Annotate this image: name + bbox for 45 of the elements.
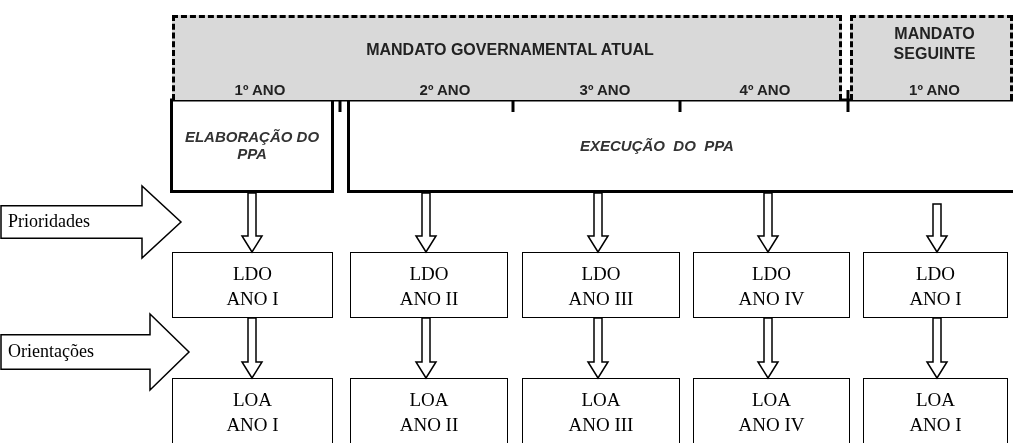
hollow-arrow [756, 192, 780, 254]
document-label: LDO ANO III [567, 262, 635, 311]
document-label: LOA ANO I [225, 388, 280, 437]
hollow-arrow [925, 203, 949, 254]
banner-title: MANDATO GOVERNAMENTAL ATUAL [365, 40, 655, 60]
document-label: LDO ANO IV [737, 262, 806, 311]
arrow-label: Orientações [8, 341, 94, 362]
document-box [693, 378, 850, 443]
hollow-arrow [586, 192, 610, 254]
document-box [172, 252, 333, 318]
hollow-arrow [586, 317, 610, 380]
document-box [863, 252, 1008, 318]
hollow-arrow [925, 317, 949, 380]
phase-bracket [347, 100, 1013, 193]
year-label: 4º ANO [738, 80, 792, 100]
arrow-label: Prioridades [8, 211, 90, 232]
hollow-arrow [240, 317, 264, 380]
document-label: LOA ANO I [908, 388, 963, 437]
phase-label: ELABORAÇÃO DO PPA [183, 128, 321, 162]
document-label: LDO ANO I [225, 262, 280, 311]
year-label: 2º ANO [418, 80, 472, 100]
hollow-arrow [414, 192, 438, 254]
document-box [522, 378, 680, 443]
year-label: 1º ANO [908, 80, 961, 100]
hollow-arrow [756, 317, 780, 380]
hollow-arrow [414, 317, 438, 380]
phase-label: EXECUÇÃO DO PPA [580, 136, 734, 154]
document-box [693, 252, 850, 318]
document-label: LOA ANO II [398, 388, 460, 437]
document-box [350, 378, 508, 443]
year-label: 1º ANO [233, 80, 287, 100]
phase-bracket [170, 100, 334, 193]
banner-title: MANDATO SEGUINTE [892, 24, 977, 64]
document-box [863, 378, 1008, 443]
document-box [350, 252, 508, 318]
document-label: LOA ANO III [567, 388, 635, 437]
year-label: 3º ANO [578, 80, 632, 100]
mandate-banner [172, 15, 842, 100]
document-label: LDO ANO II [398, 262, 460, 311]
document-label: LDO ANO I [908, 262, 963, 311]
document-box [172, 378, 333, 443]
document-label: LOA ANO IV [737, 388, 806, 437]
document-box [522, 252, 680, 318]
hollow-arrow [240, 192, 264, 254]
mandate-banner [850, 15, 1013, 100]
